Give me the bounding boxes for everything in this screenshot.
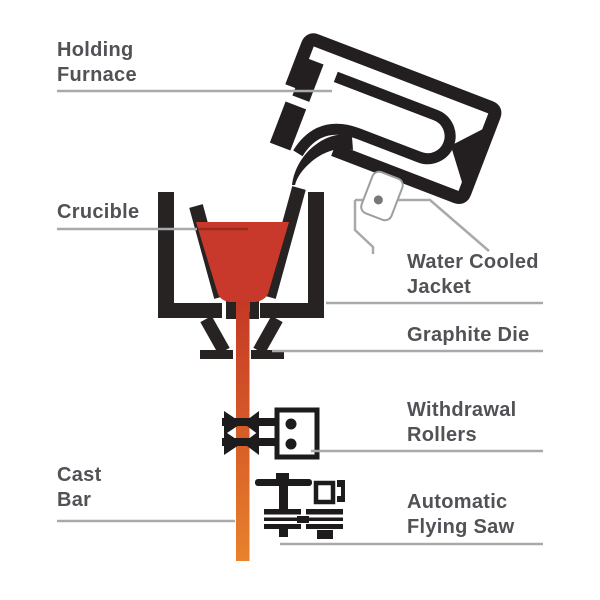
saw-top-bar [255, 479, 312, 486]
label-automatic-flying-saw: Automatic Flying Saw [407, 490, 514, 540]
label-holding-furnace-line1: Holding [57, 39, 134, 61]
pivot-dot [373, 195, 383, 205]
flying-saw-illustration [255, 473, 345, 539]
furnace-end-wedge [450, 128, 485, 185]
furnace-pour-spout [292, 134, 353, 185]
roller-drive-dot-top [285, 418, 297, 430]
jacket-right-wall [260, 192, 324, 318]
crucible-right-wall [262, 186, 306, 299]
label-automatic-flying-saw-line2: Flying Saw [407, 516, 515, 538]
die-left-leg [200, 315, 230, 355]
furnace-pivot [360, 170, 404, 222]
label-crucible: Crucible [57, 200, 139, 225]
saw-foot [317, 530, 333, 539]
furnace-tab-lower [269, 101, 307, 151]
label-withdrawal-rollers-line1: Withdrawal [407, 399, 517, 421]
withdrawal-rollers-illustration [222, 407, 320, 460]
label-withdrawal-rollers-line2: Rollers [407, 424, 477, 446]
label-cast-bar-line1: Cast [57, 464, 102, 486]
saw-top-nub [276, 473, 289, 480]
roller-drive-dot-bottom [285, 438, 297, 450]
label-graphite-die: Graphite Die [407, 323, 530, 348]
label-graphite-die-line1: Graphite Die [407, 324, 530, 346]
label-automatic-flying-saw-line1: Automatic [407, 491, 508, 513]
die-left-foot [200, 350, 233, 359]
saw-motor-bracket [337, 480, 345, 502]
label-crucible-line1: Crucible [57, 201, 140, 223]
label-cast-bar: Cast Bar [57, 463, 102, 513]
cast-bar-illustration [236, 300, 250, 561]
label-withdrawal-rollers: Withdrawal Rollers [407, 398, 517, 448]
molten-metal [196, 222, 289, 312]
label-water-cooled-jacket-line2: Jacket [407, 276, 472, 298]
label-water-cooled-jacket-line1: Water Cooled [407, 251, 539, 273]
furnace-inner-channel [293, 71, 456, 165]
leader-lines [57, 89, 543, 546]
saw-left-blade-stack [264, 509, 301, 529]
roller-drive-box [274, 407, 320, 460]
label-cast-bar-line2: Bar [57, 489, 92, 511]
roller-lower-right [243, 431, 259, 455]
crucible-neck-left [226, 297, 236, 319]
label-holding-furnace: Holding Furnace [57, 38, 137, 88]
jacket-bracket-line [353, 200, 375, 254]
crucible-neck-right [249, 297, 259, 319]
die-right-foot [251, 350, 284, 359]
roller-upper-right [243, 411, 259, 435]
jacket-left-wall [158, 192, 222, 318]
graphite-die-illustration [200, 315, 284, 359]
saw-motor-box [313, 480, 336, 505]
die-right-leg [253, 315, 283, 355]
water-cooled-jacket-illustration [158, 192, 324, 318]
label-holding-furnace-line2: Furnace [57, 64, 137, 86]
label-water-cooled-jacket: Water Cooled Jacket [407, 250, 539, 300]
saw-right-blade-stack [306, 509, 343, 529]
furnace-outer-wall [285, 33, 502, 204]
roller-upper-left [224, 411, 242, 435]
roller-lower-left [224, 431, 242, 455]
saw-blade-link [297, 516, 309, 523]
